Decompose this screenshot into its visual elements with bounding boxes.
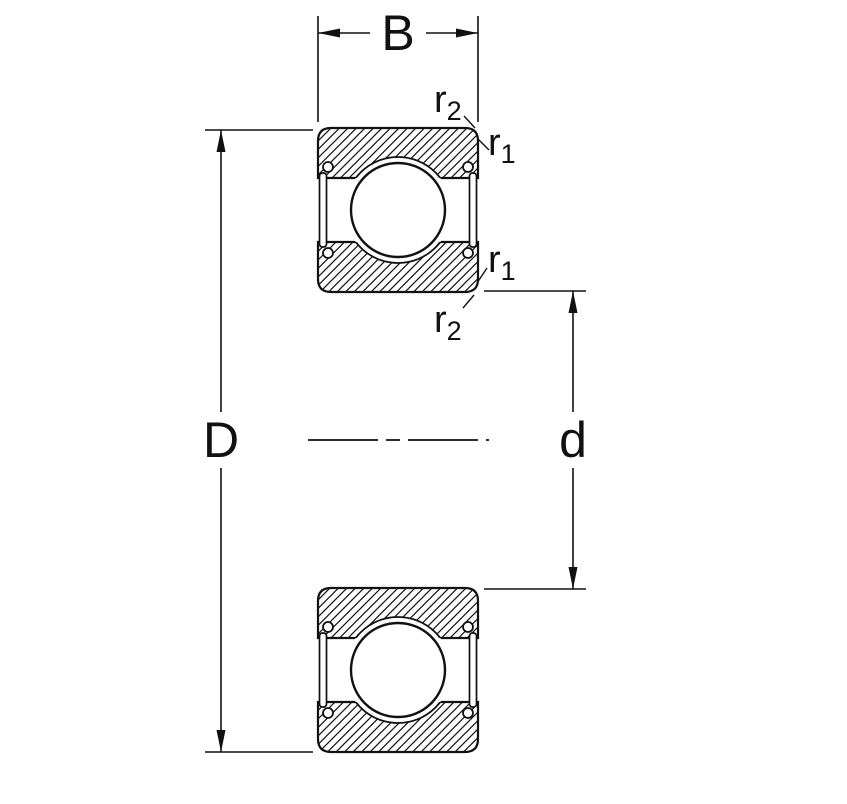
outer-ring-lower [316,700,480,754]
shield-right-lower [468,632,478,708]
label-D: D [203,412,239,468]
arrow-up-icon [216,130,226,152]
shield-anchor-icon [322,621,334,633]
arrow-down-icon [568,567,578,589]
label-r2-lower: r2 [434,299,462,346]
leader-line [463,115,476,129]
shield-left-upper [318,172,328,248]
shield-left-lower [318,632,328,708]
radius-labels: r2 r1 r1 r2 [434,79,516,346]
leader-line [462,294,475,309]
arrow-left-icon [318,28,340,38]
arrow-down-icon [216,730,226,752]
ball-lower [349,621,447,719]
arrow-right-icon [456,28,478,38]
label-B: B [381,5,414,61]
ball-upper [349,161,447,259]
inner-ring-lower [316,586,480,640]
bearing-lower-section [316,586,480,754]
arrow-up-icon [568,291,578,313]
leader-line [476,267,488,284]
outer-ring-upper [316,126,480,180]
label-d: d [559,412,587,468]
dimension-D: D [203,129,313,753]
shield-anchor-icon [322,707,334,719]
shield-anchor-icon [462,621,474,633]
shield-anchor-icon [322,161,334,173]
label-r1-lower: r1 [488,239,516,286]
shield-right-upper [468,172,478,248]
shield-anchor-icon [462,247,474,259]
bearing-upper-section [316,126,480,294]
leader-line [477,138,490,151]
label-r2-upper: r2 [434,79,462,126]
dimension-B: B [317,5,479,122]
label-r1-upper: r1 [488,122,516,169]
shield-anchor-icon [462,161,474,173]
shield-anchor-icon [462,707,474,719]
shield-anchor-icon [322,247,334,259]
dimension-d: d [484,290,587,590]
